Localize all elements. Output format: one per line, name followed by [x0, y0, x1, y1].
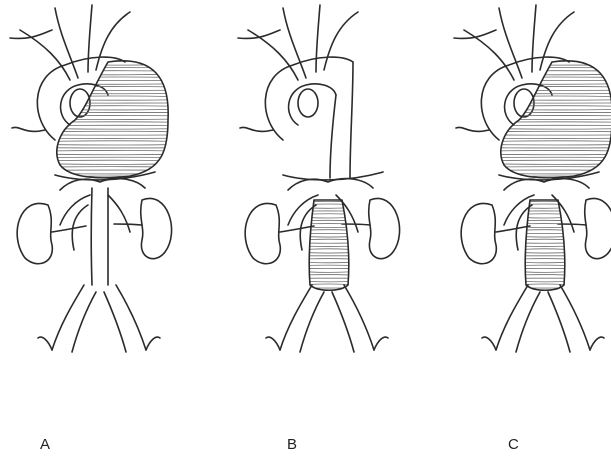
iliac-arteries	[266, 285, 388, 352]
panel-b-abdominal-aneurysm	[228, 0, 428, 400]
panel-label-b: B	[287, 436, 297, 453]
aortic-arch	[456, 57, 569, 140]
arch-branch-vessels	[10, 5, 130, 80]
visceral-branches	[60, 195, 130, 250]
diaphragm-celiac	[283, 172, 383, 190]
aorta-drawing	[444, 0, 611, 400]
diaphragm-celiac	[55, 172, 155, 190]
panel-label-a: A	[40, 436, 50, 453]
kidneys	[17, 198, 171, 263]
iliac-arteries	[38, 285, 160, 352]
abdominal-aorta	[91, 188, 108, 285]
panel-a-thoracic-aneurysm	[0, 0, 200, 400]
diaphragm-celiac	[499, 172, 599, 190]
iliac-arteries	[482, 285, 604, 352]
panel-label-c: C	[508, 436, 519, 453]
panel-c-thoracoabdominal-aneurysm	[444, 0, 611, 400]
arch-branch-vessels	[454, 5, 574, 80]
thoracic-aorta	[330, 62, 353, 178]
aortic-arch	[12, 57, 125, 140]
arch-branch-vessels	[238, 5, 358, 80]
aorta-drawing	[0, 0, 200, 400]
aorta-drawing	[228, 0, 428, 400]
